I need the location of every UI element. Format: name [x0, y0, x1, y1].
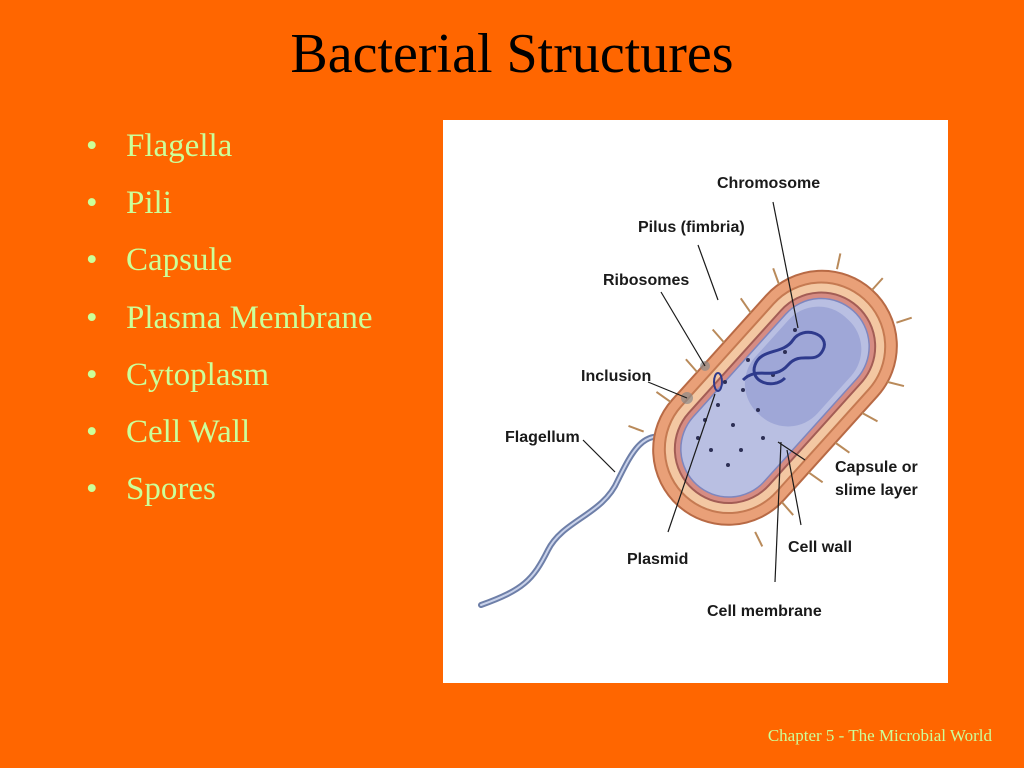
- bacterial-cell-illustration: Chromosome Pilus (fimbria) Ribosomes Inc…: [478, 175, 918, 620]
- label-inclusion: Inclusion: [581, 368, 651, 385]
- label-cell-wall: Cell wall: [788, 539, 852, 556]
- chromosome-shape: [741, 330, 826, 386]
- bullet-item: • Cell Wall: [86, 404, 373, 461]
- bullet-icon: •: [86, 356, 98, 393]
- bullet-text: Cytoplasm: [126, 356, 270, 393]
- bullet-icon: •: [86, 471, 98, 508]
- slide-title: Bacterial Structures: [290, 23, 734, 85]
- label-flagellum: Flagellum: [505, 429, 580, 446]
- bullet-item: • Pili: [86, 175, 373, 232]
- bullet-icon: •: [86, 299, 98, 336]
- bullet-text: Pili: [126, 185, 172, 222]
- label-cell-membrane: Cell membrane: [707, 603, 822, 620]
- bullet-icon: •: [86, 185, 98, 222]
- bullet-text: Spores: [126, 471, 216, 508]
- bullet-text: Capsule: [126, 242, 233, 279]
- bacterial-cell-diagram: Chromosome Pilus (fimbria) Ribosomes Inc…: [443, 120, 948, 683]
- bullet-list: • Flagella • Pili • Capsule • Plasma Membran…: [86, 118, 373, 518]
- bullet-icon: •: [86, 128, 98, 164]
- bullet-item: • Capsule: [86, 232, 373, 289]
- bullet-item: • Flagella: [86, 118, 373, 175]
- label-ribosomes: Ribosomes: [603, 272, 689, 289]
- bullet-item: • Spores: [86, 461, 373, 518]
- slide-footer: Chapter 5 - The Microbial World: [767, 726, 992, 745]
- label-plasmid: Plasmid: [627, 551, 688, 568]
- label-pilus: Pilus (fimbria): [638, 219, 745, 236]
- label-chromosome: Chromosome: [717, 175, 820, 192]
- plasmid-shape: [713, 372, 723, 392]
- cell-body-shape: [628, 253, 913, 547]
- bullet-text: Flagella: [126, 128, 233, 164]
- bullet-text: Plasma Membrane: [126, 299, 373, 336]
- bullet-item: • Cytoplasm: [86, 347, 373, 404]
- label-capsule-line2: slime layer: [835, 482, 918, 499]
- bullet-text: Cell Wall: [126, 414, 251, 451]
- bullet-icon: •: [86, 242, 98, 279]
- bullet-icon: •: [86, 414, 98, 451]
- label-capsule-line1: Capsule or: [835, 459, 918, 476]
- bullet-item: • Plasma Membrane: [86, 290, 373, 347]
